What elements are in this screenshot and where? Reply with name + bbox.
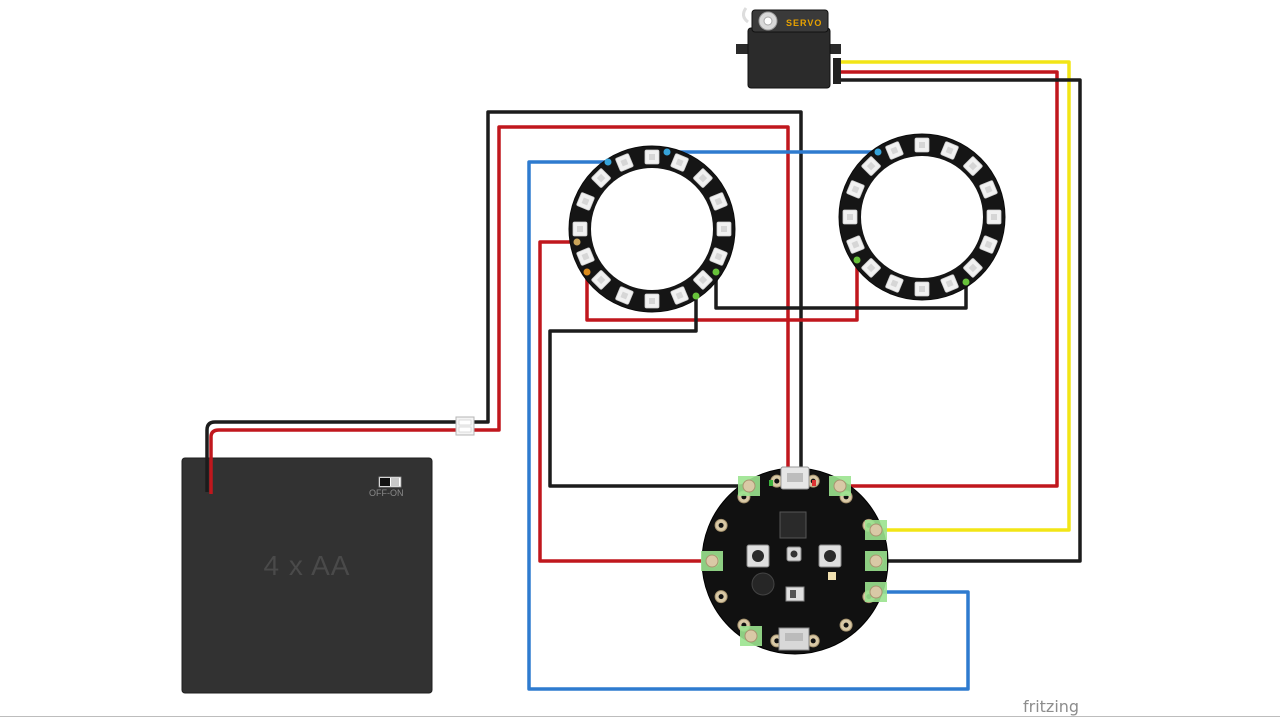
neopixel-led xyxy=(572,221,588,237)
speaker xyxy=(751,572,775,596)
neopixel-led xyxy=(644,149,660,165)
wire-red-power-bus xyxy=(473,125,790,484)
wire-battery-red xyxy=(209,428,457,494)
wire-servo-black xyxy=(840,78,1082,563)
neopixel-led xyxy=(716,221,732,237)
neopixel-led xyxy=(914,281,930,297)
neopixel-led xyxy=(842,209,858,225)
wire-red-ring-3v3 xyxy=(538,240,712,563)
board-pad-hole xyxy=(718,522,724,528)
wire-blue-data xyxy=(527,160,970,691)
board-pad-hole xyxy=(718,594,724,600)
power-switch[interactable] xyxy=(378,476,402,488)
jst-connector xyxy=(455,416,475,436)
board-pad-hole xyxy=(843,622,849,628)
wire-red-ring1-ring2 xyxy=(585,260,859,322)
neopixel-led xyxy=(644,293,660,309)
baseline-divider xyxy=(0,716,1280,717)
battery-pack xyxy=(181,457,433,694)
wire-servo-yellow xyxy=(840,60,1071,532)
neopixel-ring-1 xyxy=(568,145,736,313)
wire-servo-red xyxy=(838,70,1059,488)
wire-black-ring-gnd xyxy=(548,296,752,488)
connected-pads xyxy=(705,479,883,643)
board-pad-hole xyxy=(774,638,780,644)
battery-label: 4 x AA xyxy=(263,550,351,581)
wires xyxy=(205,60,1082,691)
servo-label: SERVO xyxy=(786,18,823,28)
servo-motor xyxy=(736,7,841,89)
wire-battery-black xyxy=(205,420,457,492)
board-pad-hole xyxy=(810,638,816,644)
neopixel-ring-2 xyxy=(838,133,1006,301)
circuit-playground-board xyxy=(701,466,889,655)
neopixel-led xyxy=(914,137,930,153)
fritzing-logo: fritzing xyxy=(1023,697,1080,716)
wire-black-power-bus xyxy=(473,110,803,484)
wire-black-ring1-ring2 xyxy=(714,272,968,310)
microcontroller-chip xyxy=(779,511,807,539)
neopixel-led xyxy=(986,209,1002,225)
board-pad-hole xyxy=(774,478,780,484)
ring-pads xyxy=(573,148,970,300)
switch-label: OFF-ON xyxy=(369,488,404,498)
